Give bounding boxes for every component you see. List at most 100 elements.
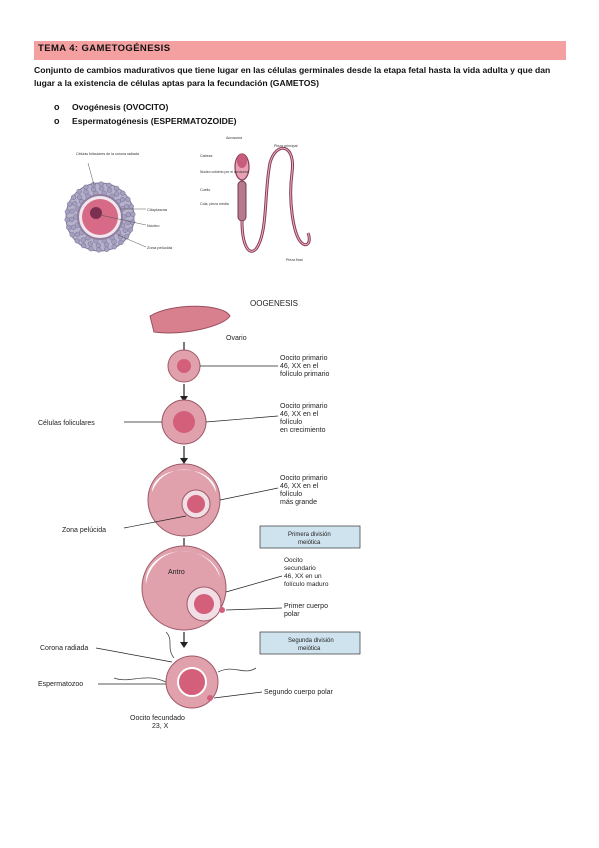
meiosis1-line2: meiótica [298,540,321,546]
bullet-espermatogenesis: o Espermatogénesis (ESPERMATOZOIDE) [54,114,236,128]
corona-cell [125,211,131,218]
label-sperm: Espermatozoo [38,681,83,688]
first-polar-line2: polar [284,611,300,618]
corona-cell [118,239,124,246]
label-principal: Pieza principal [274,144,298,148]
corona-cell [64,217,70,223]
corona-cell [120,190,126,196]
stage2-line3: folículo [280,419,302,426]
corona-cell [70,194,77,200]
nucleus-shape [90,207,102,219]
stage3-line4: más grande [280,499,317,506]
stage1-line1: Oocito primario [280,355,328,362]
corona-cell [127,227,133,233]
corona-cell [96,247,102,253]
label-acrosome: Acrosoma [226,136,242,140]
oocyte-3 [187,495,205,513]
sperm-tail-1 [113,677,167,683]
label-nucleus: Núcleo [147,223,160,228]
label-head: Cabeza [200,154,212,158]
stage4-line2: secundario [284,565,316,572]
stage1-line3: folículo primario [280,371,330,378]
stage3-line2: 46, XX en el [280,483,319,490]
bullet-marker: o [54,102,60,112]
stage4-line3: 46, XX en un [284,573,322,580]
corona-cell [90,186,97,192]
sperm-tail-3 [165,631,175,659]
second-polar-body [207,695,213,701]
sperm-illustration: Acrosoma Cabeza Núcleo cubierto por el a… [200,136,311,262]
corona-cell [113,185,120,191]
bullet-text: Espermatogénesis (ESPERMATOZOIDE) [72,116,237,126]
corona-cell [103,242,110,248]
corona-cell [106,187,113,193]
ovary-shape [149,305,231,334]
corona-cell [66,224,72,231]
corona-cell [88,246,94,252]
corona-cell [122,227,128,233]
bullet-marker: o [54,116,60,126]
label-nucleus: Núcleo cubierto por el acrosoma [200,170,249,174]
corona-cell [80,237,86,243]
fertilized-line1: Oocito fecundado [130,715,185,722]
midpiece [237,180,247,222]
label-corona: Corona radiada [40,645,88,652]
stage2-line4: en crecimiento [280,427,326,434]
stage4-line4: folículo maduro [284,581,329,588]
meiosis1-box [259,525,361,549]
corona-cell [67,201,73,207]
corona-cell [87,241,94,247]
stage3-line1: Oocito primario [280,475,328,482]
fertilized-oocyte [177,667,207,697]
label-tail: Cola, pieza media [200,202,229,206]
stage2-line2: 46, XX en el [280,411,319,418]
section-title-bar: TEMA 4: GAMETOGÉNESIS [34,41,566,60]
first-polar-body [219,607,225,613]
acrosome-shape [237,154,247,168]
label-antro: Antro [168,569,185,576]
corona-cell [76,188,82,195]
corona-cell [130,211,136,217]
oogenesis-diagram: OOGENESIS Ovario Oocito primario 46, XX … [38,299,361,730]
oocyte-illustration: Células foliculares de la corona radiada… [64,152,173,253]
corona-cell [128,203,134,210]
oocyte-2 [173,411,195,433]
first-polar-line1: Primer cuerpo [284,603,328,610]
corona-cell [111,239,117,245]
corona-cell [69,232,75,238]
meiosis2-box [259,631,361,655]
label-corona: Células foliculares de la corona radiada [76,152,139,156]
meiosis1-line1: Primera división [288,532,331,538]
corona-cell [72,201,78,207]
stage2-line1: Oocito primario [280,403,328,410]
corona-cell [80,243,87,249]
label-zona: Zona pelúcida [147,245,173,250]
corona-cell [95,242,101,249]
label-ovary: Ovario [226,335,247,342]
corona-cell [123,204,130,210]
stage1-line2: 46, XX en el [280,363,319,370]
fertilized-line2: 23, X [152,723,169,730]
meiosis2-line2: meiótica [298,646,321,652]
corona-cell [98,181,104,187]
diagram-title: OOGENESIS [250,299,298,308]
label-end: Pieza final [286,258,303,262]
corona-cell [74,231,81,238]
corona-cell [69,216,75,223]
oocyte-4 [194,594,214,614]
sperm-tail-2 [217,667,257,673]
stage3-line3: folículo [280,491,302,498]
intro-paragraph: Conjunto de cambios madurativos que tien… [34,65,551,88]
section-title: TEMA 4: GAMETOGÉNESIS [38,43,171,54]
corona-cell [99,185,105,192]
label-follicular-cells: Células foliculares [38,420,95,427]
corona-cell [76,194,83,200]
corona-cell [83,189,89,195]
corona-cell [125,196,131,202]
bullet-ovogenesis: o Ovogénesis (OVOCITO) [54,100,236,114]
corona-cell [70,224,77,230]
label-second-polar: Segundo cuerpo polar [264,689,334,696]
bullet-text: Ovogénesis (OVOCITO) [72,102,169,112]
stage4-line1: Oocito [284,557,303,564]
